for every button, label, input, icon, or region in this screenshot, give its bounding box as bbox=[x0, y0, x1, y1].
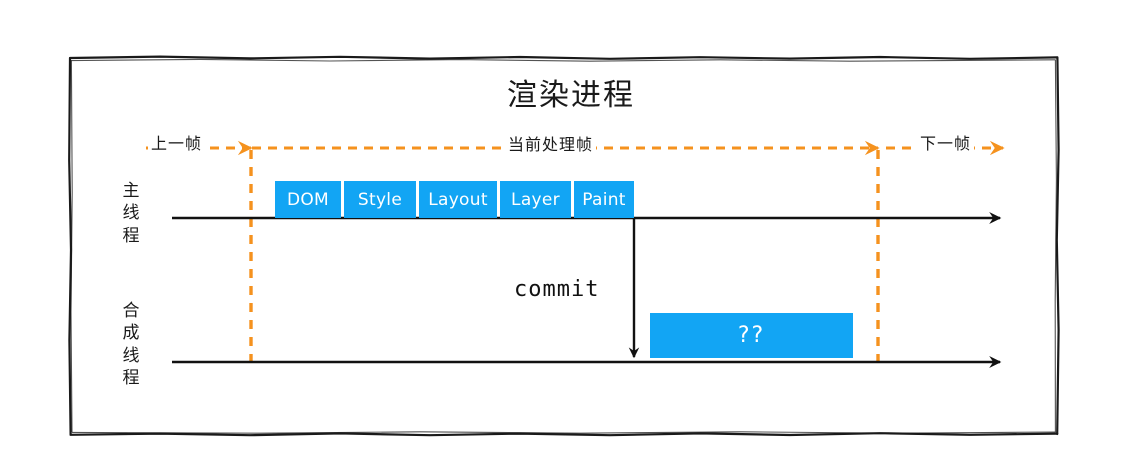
page-title: 渲染进程 bbox=[507, 78, 635, 113]
thread-label-main: 主线程 bbox=[122, 181, 140, 246]
sketch-frame-border bbox=[68, 55, 1060, 437]
timeline-label-next-frame: 下一帧 bbox=[917, 130, 975, 154]
pipeline-stage-paint: Paint bbox=[574, 181, 634, 218]
timeline-label-current-frame: 当前处理帧 bbox=[505, 131, 597, 155]
pipeline-stage-layer: Layer bbox=[500, 181, 571, 218]
thread-label-compositor: 合成线程 bbox=[122, 301, 140, 389]
pipeline-stage-layout: Layout bbox=[419, 181, 497, 218]
pipeline-stage-style: Style bbox=[344, 181, 416, 218]
timeline-label-previous-frame: 上一帧 bbox=[148, 130, 206, 154]
commit-label: commit bbox=[514, 277, 600, 302]
compositor-task-box: ?? bbox=[650, 313, 853, 358]
pipeline-stage-dom: DOM bbox=[275, 181, 341, 218]
